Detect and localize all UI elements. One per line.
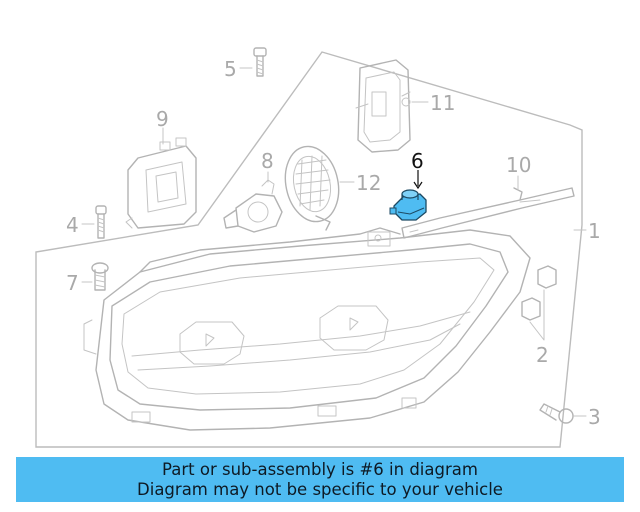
callout-1: 1 [588, 219, 601, 243]
part-5-bolt [253, 47, 267, 77]
parts-diagram: 1 2 3 4 5 6 7 8 9 10 11 12 [35, 47, 601, 448]
part-4-bolt [95, 205, 107, 239]
banner-line-1: Part or sub-assembly is #6 in diagram [162, 459, 478, 479]
part-2-clips [521, 265, 557, 321]
part-7-bolt [91, 262, 109, 291]
headlamp-housing [83, 227, 531, 431]
banner-line-2: Diagram may not be specific to your vehi… [137, 479, 503, 499]
callout-10: 10 [506, 153, 531, 177]
callout-11: 11 [430, 91, 455, 115]
callout-3: 3 [588, 405, 601, 429]
callout-2: 2 [536, 343, 549, 367]
part-3-screw [539, 403, 574, 424]
callout-4: 4 [66, 213, 79, 237]
part-10-trim-strip [401, 187, 575, 239]
assembly-frame [35, 51, 583, 448]
callout-6: 6 [411, 149, 424, 173]
part-6-highlighted [389, 189, 427, 221]
info-banner: Part or sub-assembly is #6 in diagram Di… [16, 457, 624, 502]
callout-12: 12 [356, 171, 381, 195]
part-11-control-module [355, 59, 411, 153]
part-8-bulb [223, 179, 283, 233]
part-9-ballast [125, 137, 197, 229]
callout-8: 8 [261, 149, 274, 173]
callout-9: 9 [156, 107, 169, 131]
callout-7: 7 [66, 271, 79, 295]
part-12-cover [284, 145, 340, 231]
callout-5: 5 [224, 57, 237, 81]
